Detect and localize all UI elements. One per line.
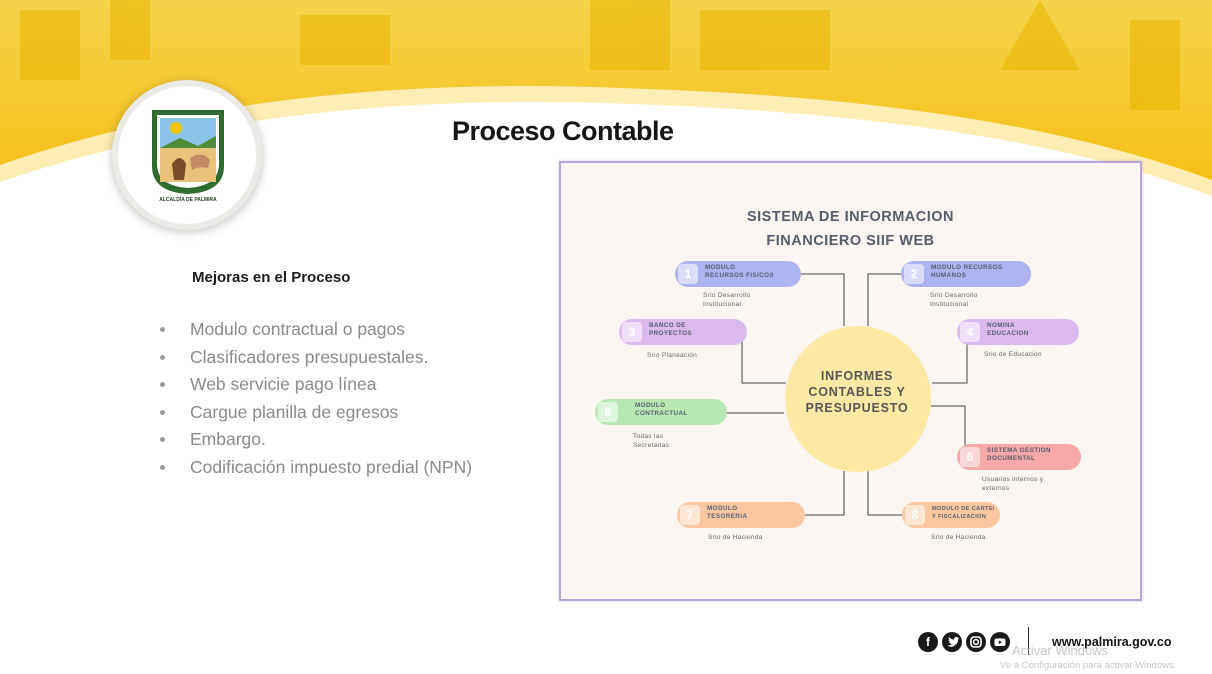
node-number: 6 (960, 447, 980, 467)
page-title: Proceso Contable (452, 116, 674, 146)
center-circle (785, 326, 931, 472)
node-label: MODULO DE CARTERAY FISCALIZACION (932, 506, 994, 520)
list-item-text: Web servicie pago línea (190, 374, 377, 395)
center-label-line: PRESUPUESTO (805, 401, 909, 415)
list-item: Cargue planilla de egresos (160, 399, 472, 427)
node-owner: Srio Planeación (647, 352, 698, 359)
diagram-title-line1: SISTEMA DE INFORMACION (746, 209, 955, 225)
logo-caption: ALCALDÍA DE PALMIRA (159, 197, 217, 203)
list-item: Web servicie pago línea (160, 371, 472, 399)
list-item-text: Codificación impuesto predial (NPN) (190, 456, 473, 477)
center-label-line: INFORMES (820, 369, 894, 383)
connector-lines (727, 273, 968, 516)
center-label-line: CONTABLES Y (808, 385, 906, 399)
siif-diagram: SISTEMA DE INFORMACION FINANCIERO SIIF W… (559, 161, 1142, 601)
node-number: 8 (905, 505, 925, 525)
list-item-text: Clasificadores presupuestales. (190, 346, 429, 367)
bullet-icon (160, 327, 165, 332)
section-subtitle: Mejoras en el Proceso (192, 269, 351, 286)
windows-activation-hint: Ve a Configuración para activar Windows. (1000, 660, 1177, 671)
list-item: Modulo contractual o pagos (160, 316, 472, 344)
bullet-icon (160, 354, 165, 360)
list-item-text: Embargo. (190, 429, 266, 450)
center-label: INFORMES CONTABLES Y PRESUPUESTO (784, 368, 930, 416)
list-item-text: Cargue planilla de egresos (190, 401, 399, 422)
instagram-icon[interactable] (966, 632, 986, 652)
list-item: Codificación impuesto predial (NPN) (160, 454, 472, 482)
facebook-icon[interactable]: f (918, 632, 938, 652)
node-number: 7 (680, 505, 700, 525)
footer-divider (1028, 627, 1029, 655)
node-owner: Srio de Hacienda (931, 534, 986, 541)
node-cartera-fiscalizacion: 8 MODULO DE CARTERAY FISCALIZACION (902, 502, 1000, 528)
list-item: Clasificadores presupuestales. (160, 344, 472, 372)
node-owner: Srio de Hacienda (708, 534, 763, 541)
node-owner: Srio de Educacion (984, 351, 1042, 358)
twitter-icon[interactable] (942, 632, 962, 652)
node-number: 4 (960, 322, 980, 342)
diagram-title-line2: FINANCIERO SIIF WEB (766, 233, 935, 249)
youtube-icon[interactable] (990, 632, 1010, 652)
bullet-icon (160, 409, 165, 415)
website-link[interactable]: www.palmira.gov.co (1052, 635, 1172, 649)
node-number: 2 (904, 264, 924, 284)
windows-activation-watermark: Activar Windows (1012, 643, 1109, 658)
bullet-icon (160, 437, 165, 443)
improvements-list: Modulo contractual o pagos Clasificadore… (160, 316, 472, 482)
header-banner (0, 0, 1212, 210)
list-item: Embargo. (160, 426, 472, 454)
list-item-text: Modulo contractual o pagos (190, 319, 405, 339)
node-number: 5 (598, 402, 618, 422)
node-number: 3 (622, 322, 642, 342)
node-number: 1 (678, 264, 698, 284)
bullet-icon (160, 382, 165, 388)
palmira-shield-logo (152, 110, 224, 194)
bullet-icon (160, 464, 165, 470)
